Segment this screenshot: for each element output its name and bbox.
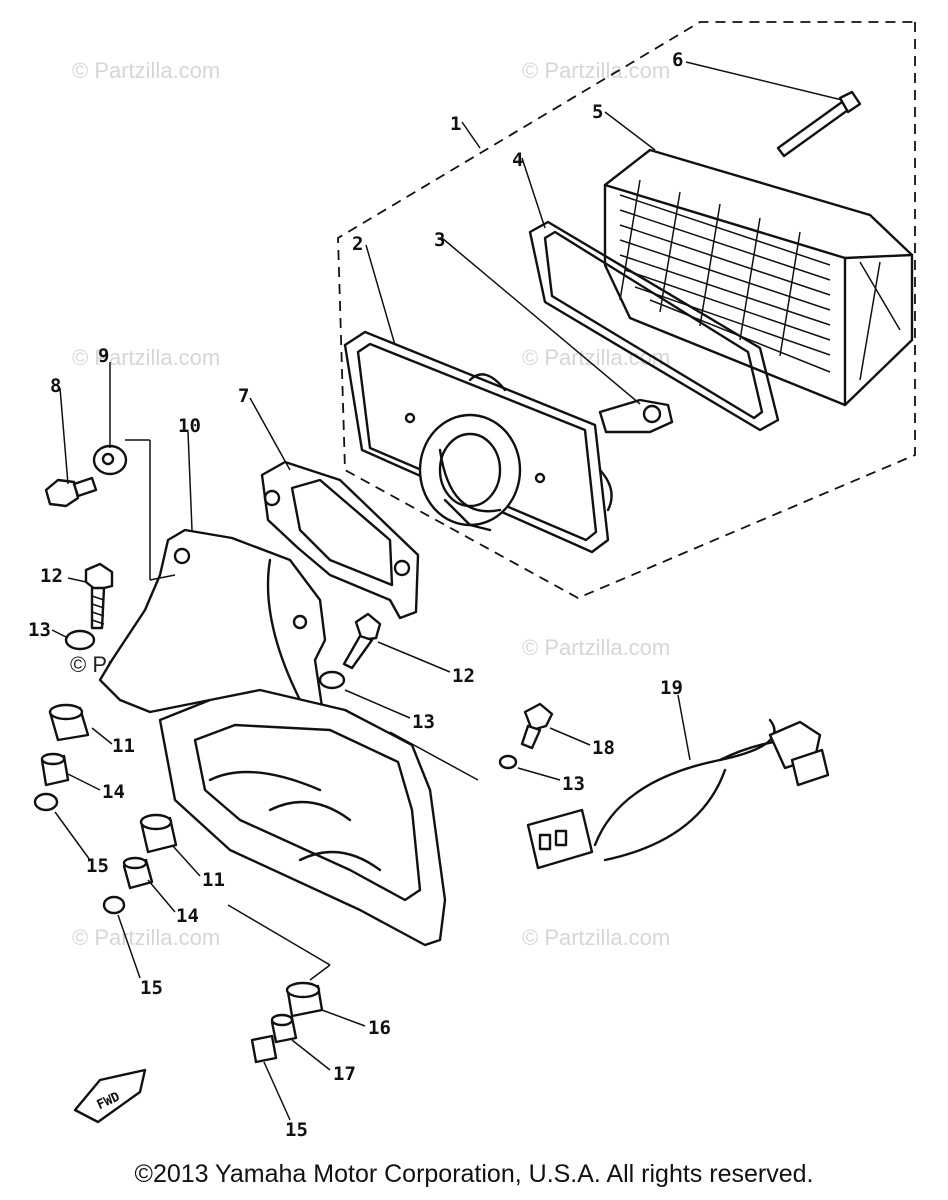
- callout-1: 1: [450, 113, 461, 135]
- callout-numbers: 1 2 3 4 5 6 7 8 9 10 11 11 12 12 13 13 1…: [28, 49, 683, 1141]
- callout-3: 3: [434, 229, 445, 251]
- grommet-11-middle: [139, 813, 178, 854]
- callout-12-left: 12: [40, 565, 63, 587]
- washer-13-right: [318, 670, 346, 690]
- watermark-text: © Partzilla.com: [522, 925, 670, 950]
- watermark-text: © Partzilla.com: [522, 635, 670, 660]
- watermark-text: © Partzilla.com: [522, 58, 670, 83]
- callout-13-left: 13: [28, 619, 51, 641]
- wire-harness-19: [526, 718, 830, 870]
- collar-14-left: [40, 752, 70, 787]
- callout-16: 16: [368, 1017, 391, 1039]
- callout-14-left: 14: [102, 781, 125, 803]
- watermark-text: © Partzilla.com: [72, 345, 220, 370]
- watermark-text: © Partzilla.com: [522, 345, 670, 370]
- callout-14-middle: 14: [176, 905, 199, 927]
- callout-17: 17: [333, 1063, 356, 1085]
- callout-8: 8: [50, 375, 61, 397]
- callout-7: 7: [238, 385, 249, 407]
- assembly-boundary: [337, 21, 916, 599]
- nut-15-middle: [102, 895, 126, 915]
- bolt-8: [44, 476, 98, 508]
- lens-gasket-4: [528, 220, 780, 432]
- collar-14-middle: [122, 856, 154, 890]
- callout-2: 2: [352, 233, 363, 255]
- bracket-7: [260, 460, 420, 620]
- light-base-2: [343, 330, 613, 554]
- grommet-16: [285, 981, 324, 1018]
- bolt-12-left: [84, 562, 114, 630]
- nut-15-left: [33, 792, 59, 812]
- callout-15-bottom: 15: [285, 1119, 308, 1141]
- screw-6: [776, 90, 862, 158]
- callout-5: 5: [592, 101, 603, 123]
- washer-13-small: [498, 754, 518, 770]
- callout-15-left: 15: [86, 855, 109, 877]
- tail-light-lens: [603, 148, 914, 407]
- callout-10: 10: [178, 415, 201, 437]
- forward-arrow-badge: FWD: [73, 1068, 147, 1124]
- bolt-18: [520, 702, 554, 750]
- collar-17: [270, 1013, 298, 1044]
- grommet-11-left: [48, 703, 90, 742]
- watermark-text: © Partzilla.com: [72, 925, 220, 950]
- exploded-parts-diagram: © Partzilla.com © Partzilla.com © Partzi…: [28, 21, 916, 1141]
- washer-9: [92, 444, 128, 476]
- callout-15-middle: 15: [140, 977, 163, 999]
- callout-13-right: 13: [412, 711, 435, 733]
- watermark-text: © Partzilla.com: [72, 58, 220, 83]
- washer-13-left: [64, 629, 96, 651]
- callout-19: 19: [660, 677, 683, 699]
- callout-13-lower: 13: [562, 773, 585, 795]
- callout-12-right: 12: [452, 665, 475, 687]
- callout-11-middle: 11: [202, 869, 225, 891]
- nut-15-bottom: [250, 1034, 278, 1064]
- leader-lines: [51, 61, 843, 1121]
- bolt-12-right: [342, 612, 382, 670]
- callout-18: 18: [592, 737, 615, 759]
- bulb-3: [598, 398, 674, 434]
- callout-6: 6: [672, 49, 683, 71]
- callout-11-left: 11: [112, 735, 135, 757]
- callout-9: 9: [98, 345, 109, 367]
- license-plate-holder: [158, 688, 447, 947]
- callout-4: 4: [512, 149, 523, 171]
- copyright-notice: ©2013 Yamaha Motor Corporation, U.S.A. A…: [134, 1160, 814, 1188]
